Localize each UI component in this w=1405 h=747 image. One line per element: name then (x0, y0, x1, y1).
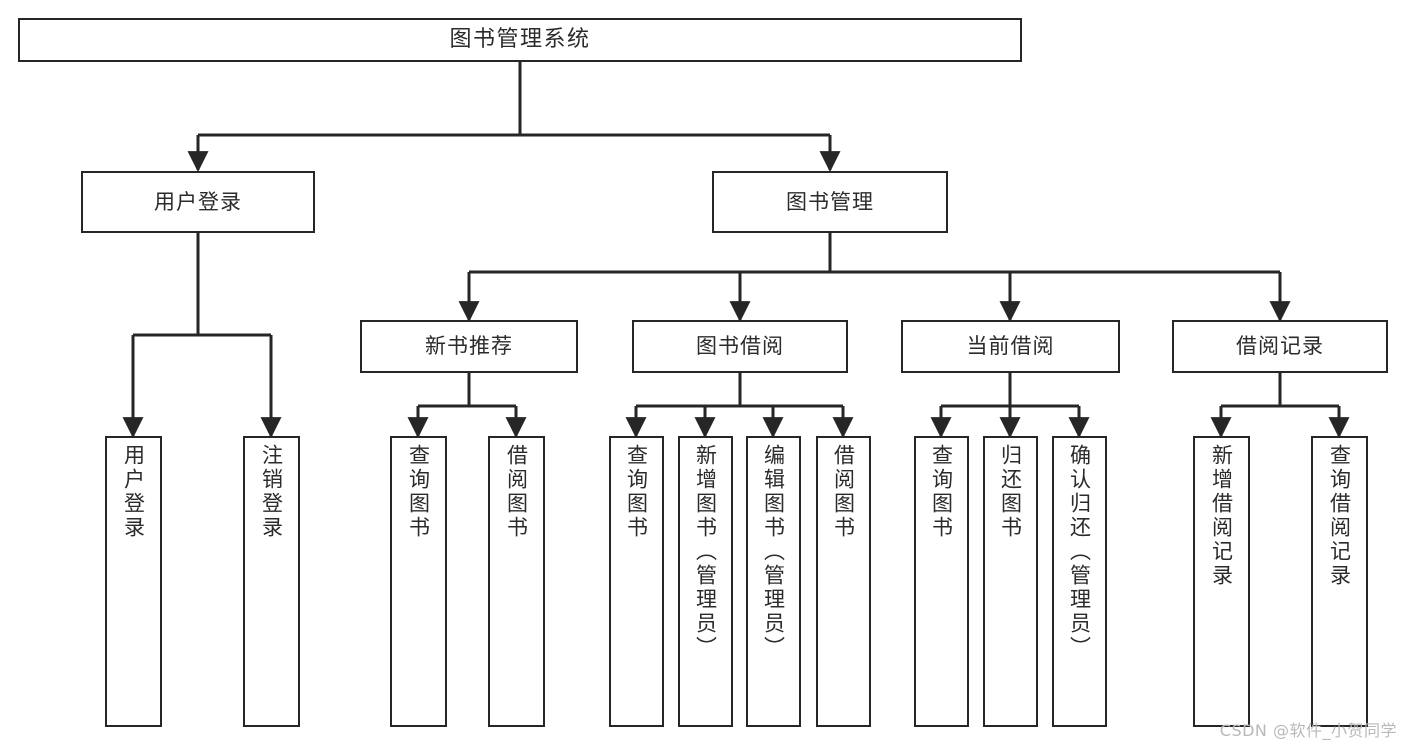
node-current-borrow[interactable]: 当前借阅 (901, 320, 1120, 373)
leaf-borrow-add-book-admin[interactable]: 新增图书（管理员） (678, 436, 733, 727)
node-label: 查询图书 (929, 444, 954, 540)
leaf-new-book-query-book[interactable]: 查询图书 (390, 436, 447, 727)
node-book-borrow[interactable]: 图书借阅 (632, 320, 848, 373)
node-label: 当前借阅 (966, 334, 1055, 359)
node-label: 查询图书 (624, 444, 649, 540)
node-label: 用户登录 (154, 189, 242, 214)
node-label: 查询图书 (406, 444, 431, 540)
node-label: 图书管理系统 (449, 27, 591, 53)
node-label: 图书管理 (786, 189, 874, 214)
node-label: 新增借阅记录 (1209, 444, 1234, 588)
node-user-login[interactable]: 用户登录 (81, 171, 315, 233)
leaf-new-book-borrow-book[interactable]: 借阅图书 (488, 436, 545, 727)
node-borrow-record[interactable]: 借阅记录 (1172, 320, 1388, 373)
node-new-book-recommend[interactable]: 新书推荐 (360, 320, 578, 373)
node-book-management[interactable]: 图书管理 (712, 171, 948, 233)
leaf-borrow-edit-book-admin[interactable]: 编辑图书（管理员） (746, 436, 801, 727)
node-label: 借阅图书 (831, 444, 856, 540)
node-label: 借阅记录 (1236, 334, 1324, 359)
node-root-book-management-system[interactable]: 图书管理系统 (18, 18, 1022, 62)
node-label: 注销登录 (259, 444, 284, 540)
node-label: 确认归还（管理员） (1067, 444, 1092, 660)
node-label: 用户登录 (121, 444, 146, 540)
leaf-record-add-borrow-record[interactable]: 新增借阅记录 (1193, 436, 1250, 727)
leaf-current-return-book[interactable]: 归还图书 (983, 436, 1038, 727)
node-label: 查询借阅记录 (1327, 444, 1352, 588)
node-label: 新增图书（管理员） (693, 444, 718, 660)
node-label: 新书推荐 (425, 334, 513, 359)
node-label: 编辑图书（管理员） (761, 444, 786, 660)
leaf-borrow-query-book[interactable]: 查询图书 (609, 436, 664, 727)
node-label: 归还图书 (998, 444, 1023, 540)
node-label: 图书借阅 (696, 334, 784, 359)
node-label: 借阅图书 (504, 444, 529, 540)
leaf-user-login[interactable]: 用户登录 (105, 436, 162, 727)
leaf-current-confirm-return-admin[interactable]: 确认归还（管理员） (1052, 436, 1107, 727)
leaf-record-query-borrow-record[interactable]: 查询借阅记录 (1311, 436, 1368, 727)
leaf-borrow-borrow-book[interactable]: 借阅图书 (816, 436, 871, 727)
watermark-text: CSDN @软件_小贺同学 (1219, 721, 1397, 740)
leaf-logout[interactable]: 注销登录 (243, 436, 300, 727)
leaf-current-query-book[interactable]: 查询图书 (914, 436, 969, 727)
